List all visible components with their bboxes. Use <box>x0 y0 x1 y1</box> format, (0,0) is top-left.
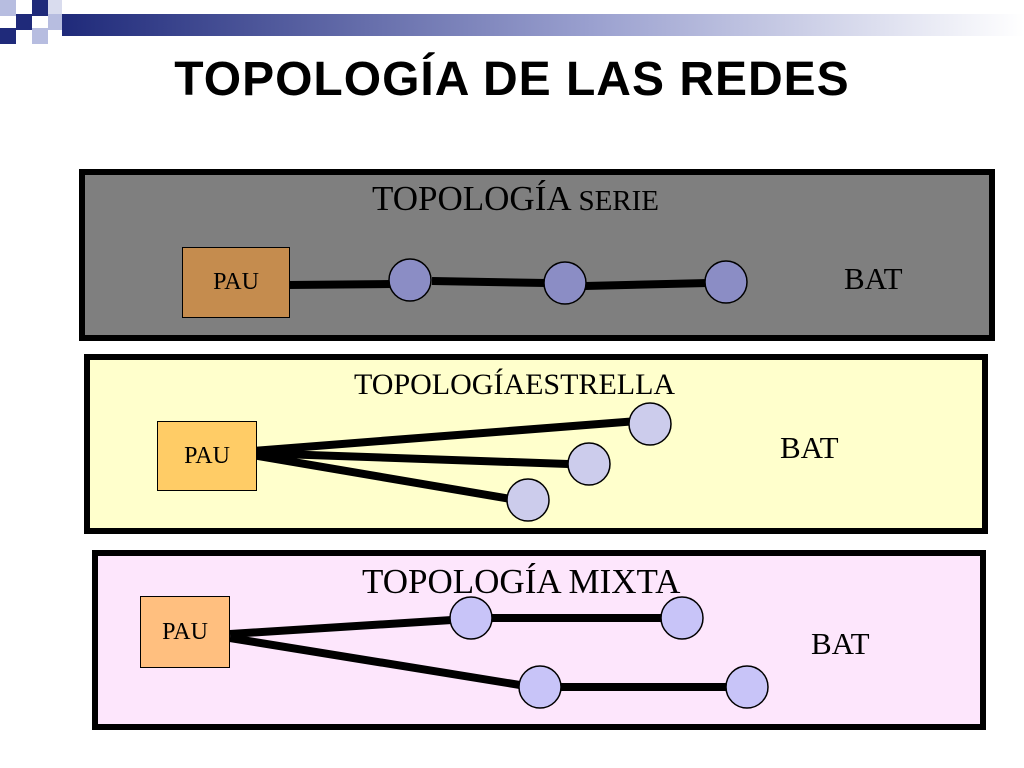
topology-mixta-panel: TOPOLOGÍA MIXTA PAU BAT <box>92 550 986 730</box>
estrella-link <box>251 449 569 468</box>
estrella-pau-box: PAU <box>157 421 257 491</box>
serie-pau-label: PAU <box>213 269 259 295</box>
estrella-links <box>251 402 672 522</box>
band-gradient <box>62 14 1024 36</box>
band-square <box>48 14 62 30</box>
estrella-pau-label: PAU <box>184 442 230 469</box>
serie-pau-box: PAU <box>182 247 290 318</box>
serie-title-main: TOPOLOGÍA <box>372 179 579 218</box>
serie-links <box>287 258 748 305</box>
serie-bat-label: BAT <box>844 261 903 296</box>
serie-link <box>584 279 709 290</box>
band-square <box>0 0 16 16</box>
band-square <box>48 0 62 14</box>
estrella-node <box>567 442 611 486</box>
slide-title: TOPOLOGÍA DE LAS REDES <box>174 53 850 106</box>
serie-node <box>388 258 432 302</box>
estrella-link <box>251 417 638 455</box>
estrella-bat-label: BAT <box>780 430 839 465</box>
serie-node <box>704 260 748 304</box>
band-square <box>16 14 32 30</box>
band-square <box>32 28 48 44</box>
topology-serie-panel: TOPOLOGÍA SERIE PAU BAT <box>79 169 995 341</box>
mixta-node <box>449 596 493 640</box>
estrella-title: TOPOLOGÍAESTRELLA <box>354 368 676 401</box>
mixta-bat-label: BAT <box>811 626 870 661</box>
mixta-pau-label: PAU <box>162 618 208 645</box>
estrella-node <box>628 402 672 446</box>
mixta-link <box>229 616 453 638</box>
serie-title-suffix: SERIE <box>578 185 660 217</box>
serie-link <box>431 277 547 287</box>
mixta-node <box>660 596 704 640</box>
mixta-node <box>725 665 769 709</box>
mixta-link <box>229 634 527 690</box>
band-square <box>32 0 48 16</box>
estrella-link <box>251 451 512 503</box>
mixta-links <box>229 596 769 709</box>
decorative-header-band <box>0 0 1024 44</box>
topology-estrella-panel: TOPOLOGÍAESTRELLA PAU BAT <box>84 354 988 534</box>
mixta-pau-box: PAU <box>140 596 230 668</box>
serie-title: TOPOLOGÍA SERIE <box>372 179 659 219</box>
mixta-node <box>518 665 562 709</box>
serie-link <box>287 280 393 289</box>
estrella-node <box>506 478 550 522</box>
mixta-title: TOPOLOGÍA MIXTA <box>362 562 681 601</box>
serie-node <box>543 261 587 305</box>
band-square <box>0 28 16 44</box>
